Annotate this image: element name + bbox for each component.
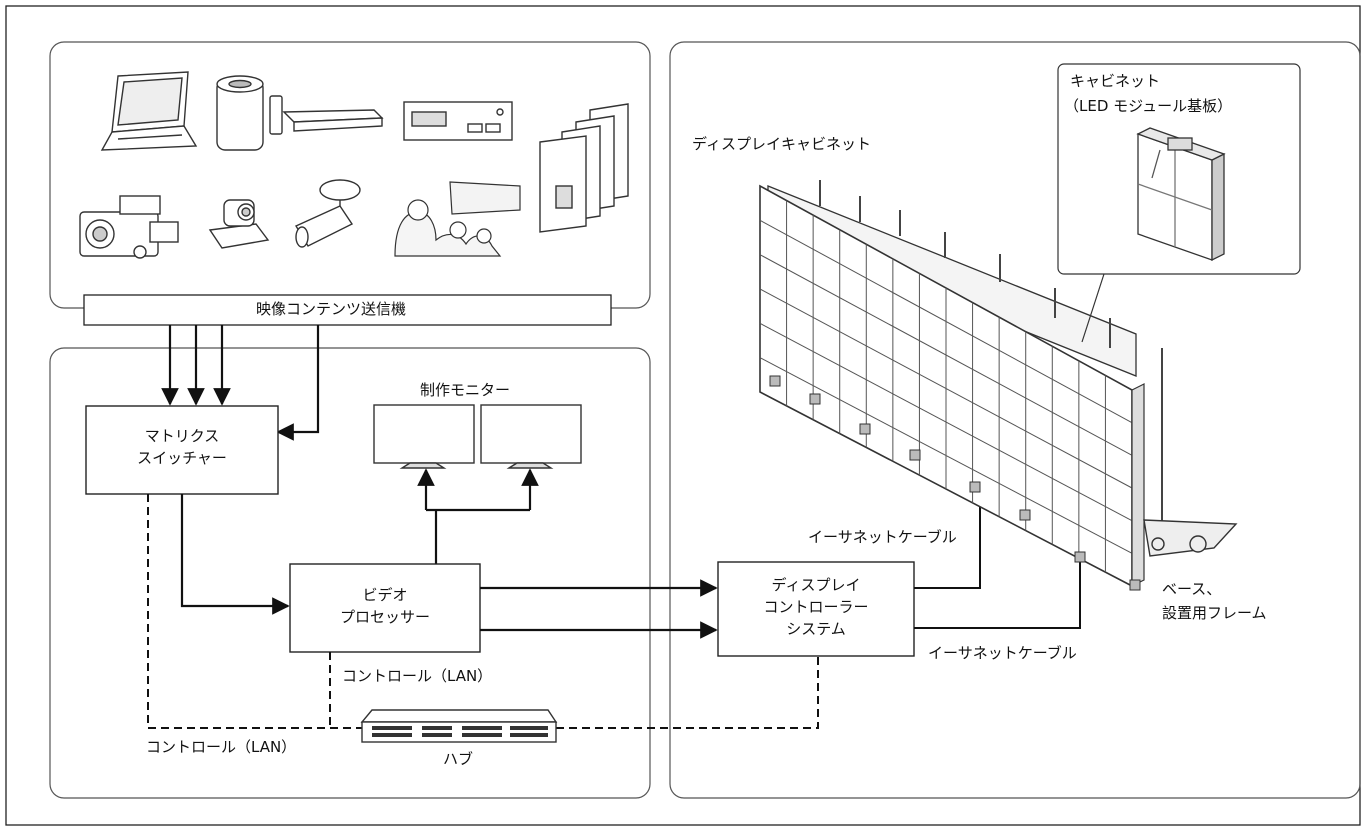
control-panel bbox=[49, 347, 651, 799]
base-label-line2: 設置用フレーム bbox=[1162, 604, 1267, 622]
ethernet-cables bbox=[914, 498, 1081, 629]
box-camera-icon bbox=[294, 179, 361, 248]
ethernet-cable-lower-label: イーサネットケーブル bbox=[928, 644, 1077, 662]
production-monitor-1 bbox=[373, 404, 475, 469]
video-processor-box bbox=[289, 563, 481, 653]
control-lan-lower-label: コントロール（LAN） bbox=[146, 738, 297, 756]
laptop-icon bbox=[100, 71, 198, 151]
display-cabinet-label: ディスプレイキャビネット bbox=[692, 135, 871, 153]
led-grid-row-line bbox=[759, 288, 1133, 489]
video-processor-label: ビデオ プロセッサー bbox=[290, 584, 480, 628]
base-label-line1: ベース、 bbox=[1162, 580, 1222, 598]
ptz-camera-icon bbox=[208, 199, 270, 249]
matrix-to-processor-arrow bbox=[180, 494, 290, 615]
led-grid-row-line bbox=[759, 322, 1133, 522]
control-lan-upper-label: コントロール（LAN） bbox=[342, 667, 493, 685]
display-controller-label: ディスプレイ コントローラー システム bbox=[718, 574, 914, 640]
led-wall-illustration bbox=[759, 180, 1238, 591]
led-grid-row-line bbox=[759, 219, 1133, 424]
cabinet-panel-illustration bbox=[1136, 127, 1226, 262]
matrix-switcher-box bbox=[85, 405, 279, 495]
led-grid-row-line bbox=[759, 254, 1133, 456]
sender-label: 映像コンテンツ送信機 bbox=[256, 300, 407, 318]
media-player-icon bbox=[269, 95, 384, 135]
audience-scene-icon bbox=[392, 180, 521, 257]
processor-to-monitor-arrows bbox=[417, 468, 539, 564]
display-controller-line3: システム bbox=[786, 620, 846, 638]
video-processor-line1: ビデオ bbox=[362, 586, 408, 604]
hub-label: ハブ bbox=[443, 750, 474, 768]
matrix-switcher-label: マトリクス スイッチャー bbox=[86, 425, 278, 469]
matrix-switcher-line2: スイッチャー bbox=[137, 449, 227, 467]
camcorder-icon bbox=[79, 195, 179, 259]
rack-device-icon bbox=[403, 101, 513, 141]
led-wall-grid bbox=[759, 200, 1133, 573]
cabinet-pointer bbox=[1081, 273, 1105, 343]
display-panel bbox=[669, 41, 1361, 799]
sender-bar bbox=[83, 294, 612, 326]
server-stack-icon bbox=[539, 103, 629, 233]
display-controller-box bbox=[717, 561, 915, 657]
signal-arrows bbox=[161, 325, 320, 441]
hub-icon bbox=[360, 709, 558, 743]
cylinder-pc-icon bbox=[216, 75, 264, 151]
display-controller-line1: ディスプレイ bbox=[771, 576, 861, 594]
cabinet-label-line1: キャビネット bbox=[1070, 72, 1161, 90]
matrix-switcher-line1: マトリクス bbox=[144, 427, 220, 445]
cabinet-label-line2: （LED モジュール基板） bbox=[1064, 97, 1233, 115]
video-processor-line2: プロセッサー bbox=[339, 608, 430, 626]
led-grid-row-line bbox=[759, 357, 1133, 554]
production-monitor-2 bbox=[480, 404, 582, 469]
ethernet-cable-upper-label: イーサネットケーブル bbox=[808, 528, 957, 546]
processor-to-controller-arrows bbox=[480, 579, 718, 639]
display-controller-line2: コントローラー bbox=[763, 598, 869, 616]
lan-dashed-lines bbox=[147, 494, 819, 729]
production-monitor-label: 制作モニター bbox=[420, 381, 511, 399]
